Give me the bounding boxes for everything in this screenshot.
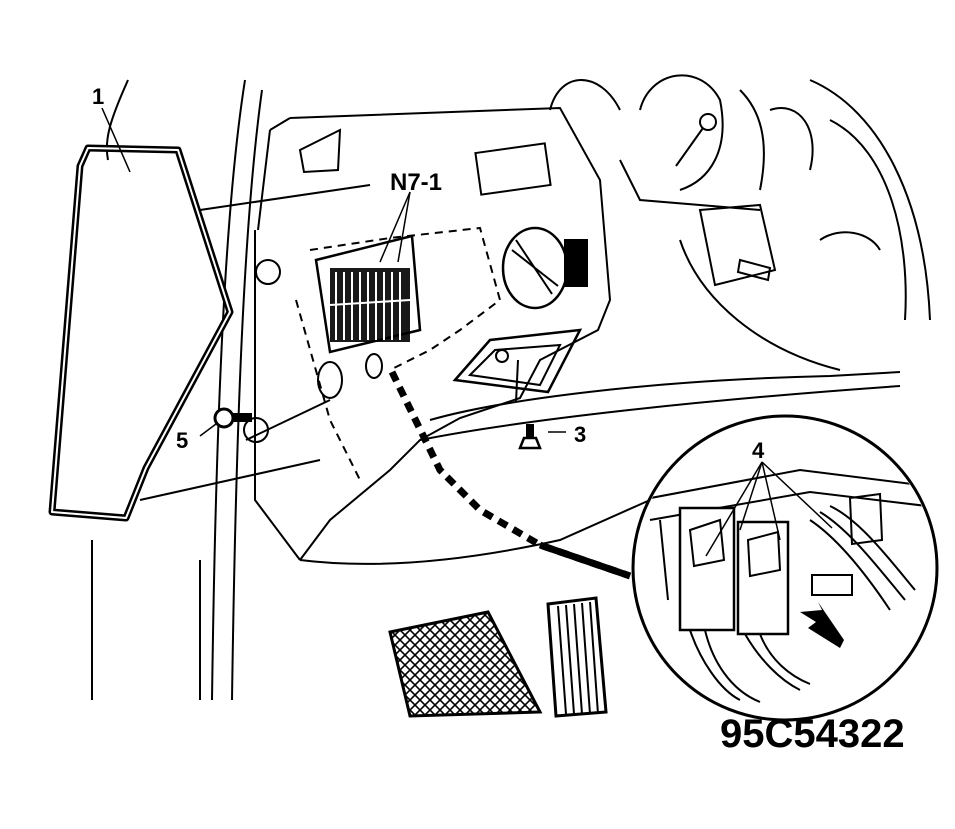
accelerator-pedal: [546, 596, 608, 718]
detail-leader: [388, 370, 632, 580]
center-console: [452, 142, 588, 403]
screw-5-icon: [213, 407, 252, 429]
a-pillar: [91, 79, 263, 701]
instrument-cluster: [549, 74, 814, 211]
callout-n7-1: N7-1: [390, 169, 442, 196]
fuse-box-n7-1: [314, 234, 422, 354]
callout-leaders: [101, 107, 833, 557]
steering-column: [679, 79, 931, 371]
mounting-features: [139, 128, 383, 501]
screw-3-icon: [518, 424, 542, 450]
brake-pedal: [388, 610, 543, 718]
callout-4: 4: [752, 438, 765, 463]
callout-5: 5: [176, 428, 188, 453]
callout-3: 3: [574, 422, 586, 447]
figure-code: 95C54322: [720, 712, 905, 756]
detail-inset: [631, 414, 939, 722]
callout-1: 1: [92, 84, 104, 109]
dashboard-lower: [254, 106, 901, 565]
side-cover-panel: [48, 144, 234, 522]
